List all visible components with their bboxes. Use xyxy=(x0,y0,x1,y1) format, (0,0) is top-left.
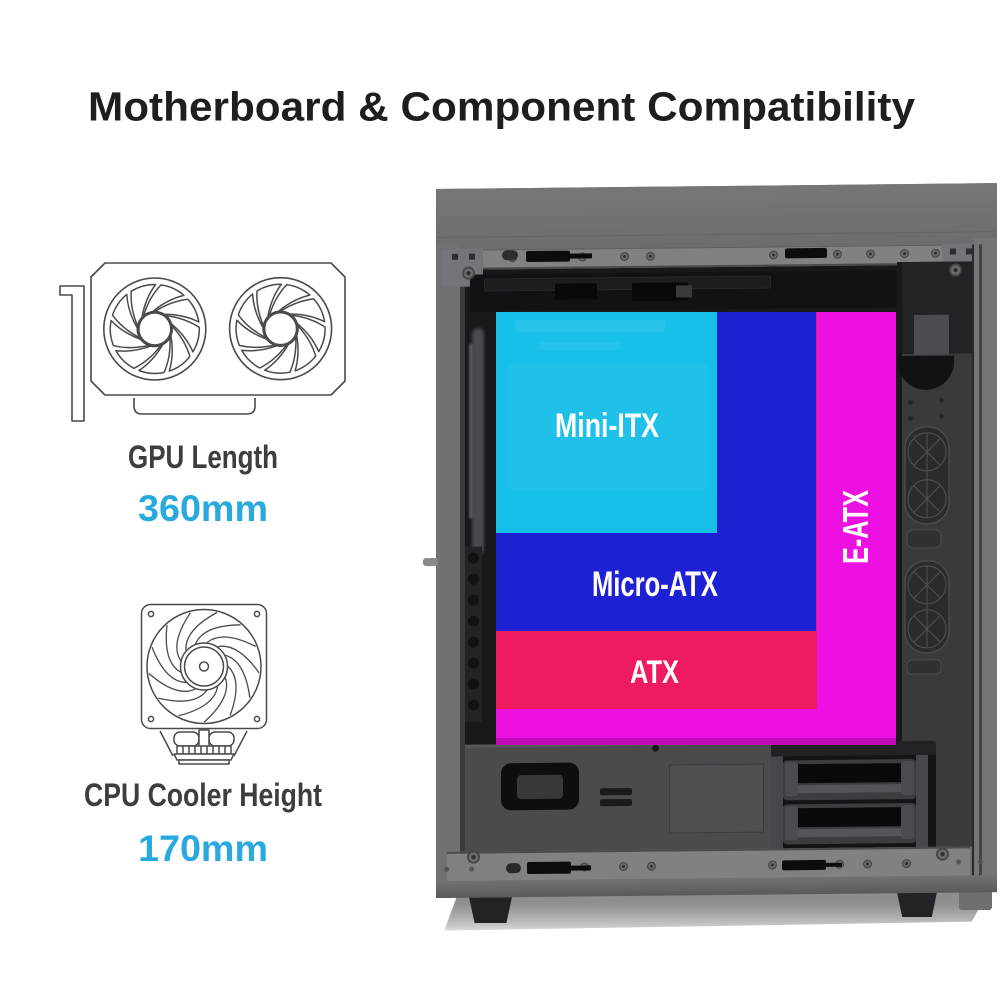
svg-text:E-ATX: E-ATX xyxy=(835,490,876,564)
svg-text:360mm: 360mm xyxy=(138,488,268,529)
svg-text:170mm: 170mm xyxy=(138,828,268,869)
svg-text:ATX: ATX xyxy=(630,654,680,690)
svg-text:GPU Length: GPU Length xyxy=(128,439,278,475)
svg-text:Micro-ATX: Micro-ATX xyxy=(592,565,718,604)
svg-text:Mini-ITX: Mini-ITX xyxy=(555,407,659,445)
svg-text:Motherboard & Component Compat: Motherboard & Component Compatibility xyxy=(88,84,915,130)
svg-text:CPU Cooler Height: CPU Cooler Height xyxy=(84,777,322,813)
